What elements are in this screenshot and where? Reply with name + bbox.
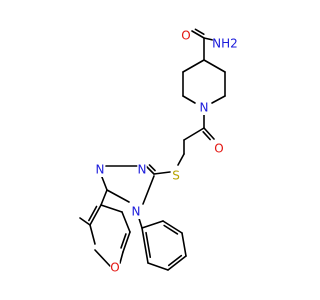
atom-label-bg-o1 <box>181 29 191 43</box>
bond-33-double <box>167 254 183 267</box>
bond-21-double <box>88 205 98 222</box>
bond-32 <box>181 232 187 257</box>
bond-20 <box>100 189 108 206</box>
atom-label-o1: O <box>181 29 190 43</box>
bond-22 <box>89 224 96 245</box>
bond-0-double <box>194 28 205 35</box>
bond-30 <box>141 220 164 229</box>
bond-10-double <box>202 131 211 141</box>
atom-label-s1: S <box>172 169 180 183</box>
bond-27 <box>94 249 111 267</box>
bond-13 <box>177 153 185 166</box>
atom-label-n4: N <box>132 205 141 219</box>
bond-3 <box>182 59 205 73</box>
bond-5 <box>182 95 196 104</box>
atom-label-nh2: NH2 <box>212 37 238 51</box>
bond-6 <box>203 59 226 73</box>
bond-14 <box>153 171 171 175</box>
bond-25 <box>122 231 131 253</box>
atom-label-bg-s1 <box>171 169 181 183</box>
bond-24 <box>121 211 131 233</box>
atom-label-bg-o2 <box>214 142 224 156</box>
bond-0 <box>191 30 205 39</box>
bond-31-double <box>163 224 179 235</box>
bond-15 <box>145 165 155 175</box>
atom-label-bg-n1 <box>199 101 209 115</box>
bond-26 <box>119 251 124 264</box>
bond-35-double <box>145 231 152 259</box>
atom-label-n2: N <box>138 163 147 177</box>
bond-25-double <box>120 233 127 249</box>
bond-31 <box>162 220 183 234</box>
bond-10 <box>203 127 215 140</box>
bond-21 <box>89 204 102 226</box>
bond-8 <box>211 95 226 104</box>
bond-33 <box>167 255 187 271</box>
atom-label-bg-n4 <box>131 205 141 219</box>
bonds <box>79 28 226 271</box>
bond-1 <box>203 37 214 41</box>
atom-label-bg-n3 <box>95 163 105 177</box>
atom-label-o2: O <box>214 142 223 156</box>
atom-label-bg-nh2 <box>212 37 238 51</box>
atom-label-bg-n2 <box>137 163 147 177</box>
atom-label-o3: O <box>110 261 119 275</box>
atom-label-n3: N <box>96 163 105 177</box>
atom-label-bg-o3 <box>110 261 120 275</box>
bond-34 <box>147 262 169 271</box>
atom-label-n1: N <box>200 101 209 115</box>
bond-11 <box>183 127 205 141</box>
bond-28 <box>79 217 91 226</box>
bond-18 <box>106 189 130 203</box>
bond-35 <box>141 227 149 264</box>
bond-15-double <box>148 164 156 172</box>
bond-19 <box>142 175 155 205</box>
bond-23 <box>100 204 123 213</box>
